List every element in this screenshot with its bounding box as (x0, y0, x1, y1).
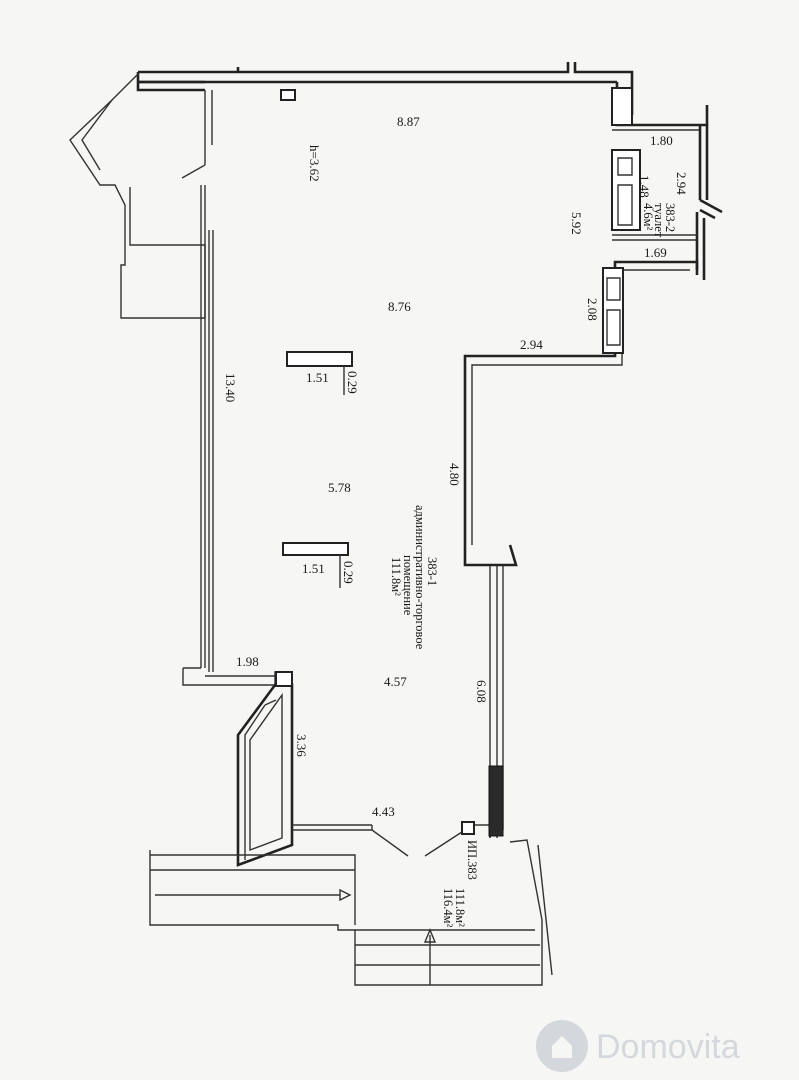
dim-lower-width: 4.57 (384, 674, 407, 689)
column-1 (286, 351, 353, 367)
dim-entrance-width: 4.43 (372, 804, 395, 819)
dim-right-mid: 4.80 (447, 463, 462, 486)
room-labels: 383-2 туалет 4.6м² 383-1 административно… (389, 203, 677, 928)
room-main-name-line2: помещение (401, 555, 415, 616)
dim-center-width: 5.78 (328, 480, 351, 495)
dim-left-length: 13.40 (223, 373, 238, 402)
room-main-label: 383-1 (425, 557, 439, 586)
dim-column-1-len: 1.51 (306, 370, 329, 385)
room-main-name: административно-торговое помещение 111.8… (389, 505, 427, 650)
summary-label: ИП.383 (465, 840, 479, 880)
vent-box (280, 89, 296, 101)
dimension-labels: 8.87 h=3.62 1.80 2.94 1.48 5.92 1.69 8.7… (223, 114, 689, 819)
dim-lower-left-width: 1.98 (236, 654, 259, 669)
dim-bay-depth: 3.36 (294, 734, 309, 757)
dim-top-width: 8.87 (397, 114, 420, 129)
dim-notch-depth: 2.08 (585, 298, 600, 321)
dim-mid-width: 8.76 (388, 299, 411, 314)
watermark: Domovita (536, 1020, 740, 1072)
dim-wc-height: 2.94 (674, 172, 689, 195)
room-wc-name: туалет (652, 203, 666, 238)
watermark-brand: Domovita (596, 1028, 740, 1066)
dim-ceiling-height: h=3.62 (307, 145, 322, 182)
porch (149, 839, 553, 986)
dim-wc-width: 1.80 (650, 133, 673, 148)
summary-area-main: 111.8м² (453, 888, 467, 927)
dim-step-width: 2.94 (520, 337, 543, 352)
room-main-name-line1: административно-торговое (413, 505, 427, 650)
room-wc-number: 383-2 (663, 203, 677, 232)
column-2 (282, 542, 349, 556)
summary-area-total: 116.4м² (441, 888, 455, 928)
dim-right-upper: 5.92 (569, 212, 584, 235)
room-wc-label: 383-2 туалет 4.6м² (641, 203, 677, 238)
summary-unit: ИП.383 (465, 840, 479, 880)
summary-areas: 111.8м² 116.4м² (441, 888, 467, 928)
columns (282, 351, 353, 588)
room-wc-area: 4.6м² (641, 203, 655, 231)
dim-notch-width: 1.69 (644, 245, 667, 260)
room-main-area: 111.8м² (389, 557, 403, 596)
dim-column-2-wid: 0.29 (341, 561, 356, 584)
dim-wc-inner: 1.48 (637, 175, 652, 198)
dim-right-lower: 6.08 (474, 680, 489, 703)
room-main-number: 383-1 (425, 557, 439, 586)
dim-column-1-wid: 0.29 (345, 371, 360, 394)
outer-walls (69, 62, 723, 867)
dim-column-2-len: 1.51 (302, 561, 325, 576)
